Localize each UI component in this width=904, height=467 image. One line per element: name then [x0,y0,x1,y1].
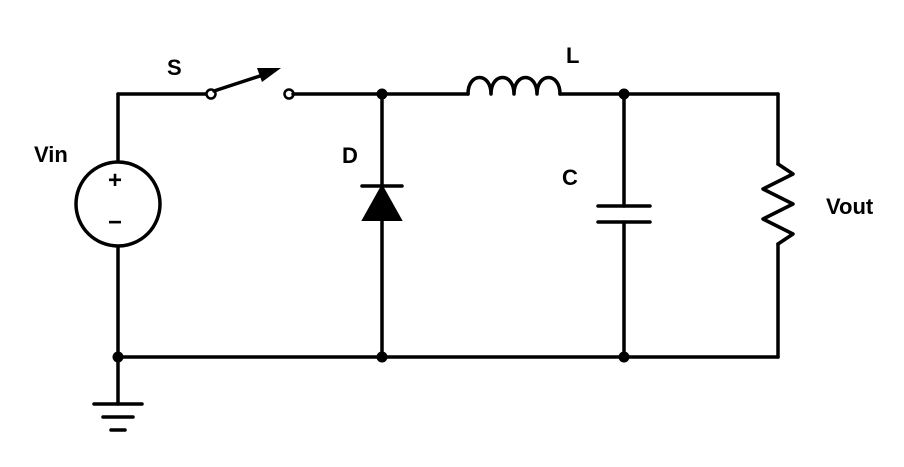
junction-top-capacitor [618,88,630,100]
junction-bottom-diode [376,351,388,363]
output-label: Vout [826,194,874,219]
inductor-coil [466,75,562,96]
inductor-label: L [566,43,580,68]
load-resistor-zigzag [761,162,795,246]
junction-bottom-capacitor [618,351,630,363]
switch-arrowhead [257,68,281,82]
source-label: Vin [34,142,68,167]
junction-bottom-source [112,351,124,363]
source-plus-sign: + [108,167,123,194]
diode-triangle [361,183,403,221]
source-minus-sign: − [108,209,123,236]
switch-blade [212,72,268,93]
junction-top-diode [376,88,388,100]
diode-label: D [342,143,358,168]
voltage-source-circle [74,160,162,248]
switch-label: S [167,55,182,80]
capacitor-label: C [562,165,578,190]
